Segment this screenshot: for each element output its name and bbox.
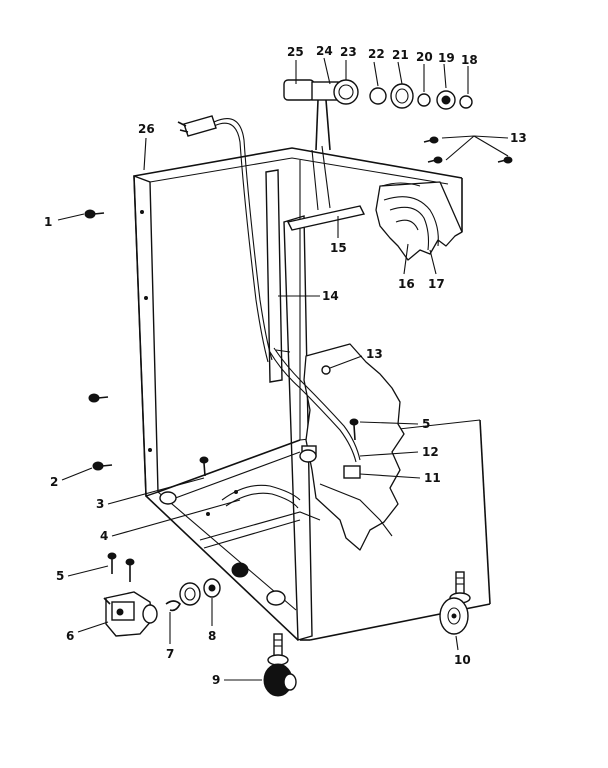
- coupling: [179, 578, 221, 606]
- callout-25: 25: [287, 45, 304, 59]
- callout-7: 7: [166, 647, 174, 661]
- mixing-valve: [283, 79, 359, 151]
- callout-20: 20: [416, 50, 433, 64]
- drain-valve: [103, 591, 158, 637]
- callout-23: 23: [340, 45, 357, 59]
- tub-segment: [381, 182, 439, 251]
- callout-14: 14: [322, 289, 339, 303]
- callout-10: 10: [454, 653, 471, 667]
- callout-5-left: 5: [56, 569, 64, 583]
- callout-labels: 25 24 23 22 21 20 19 18 26 13 1 15 16 17…: [44, 44, 527, 687]
- callout-17: 17: [428, 277, 445, 291]
- caster-front: [263, 633, 297, 697]
- clip: [165, 600, 181, 612]
- callout-5-right: 5: [422, 417, 430, 431]
- valve-fittings: [369, 83, 473, 110]
- screw-5-right: [349, 418, 359, 441]
- callout-11: 11: [424, 471, 441, 485]
- callout-4: 4: [100, 529, 108, 543]
- callout-24: 24: [316, 44, 333, 58]
- callout-3: 3: [96, 497, 104, 511]
- bracket: [286, 205, 366, 231]
- panel-cutout-upper: [375, 181, 463, 261]
- callout-12: 12: [422, 445, 439, 459]
- screw-13-body: [321, 365, 331, 375]
- pump-screws: [107, 552, 135, 582]
- caster-rear: [439, 571, 471, 635]
- callout-9: 9: [212, 673, 220, 687]
- callout-2: 2: [50, 475, 58, 489]
- screws-left: [84, 209, 209, 477]
- callout-19: 19: [438, 51, 455, 65]
- base-components: [159, 449, 317, 606]
- cabinet: [133, 147, 491, 641]
- callout-13-mid: 13: [366, 347, 383, 361]
- top-screws: [423, 136, 513, 164]
- callout-21: 21: [392, 48, 409, 62]
- callout-18: 18: [461, 53, 478, 67]
- callout-8: 8: [208, 629, 216, 643]
- leader-lines: [57, 57, 509, 681]
- power-cord: [177, 115, 273, 363]
- callout-26: 26: [138, 122, 155, 136]
- callout-6: 6: [66, 629, 74, 643]
- callout-22: 22: [368, 47, 385, 61]
- clamp-11-body: [343, 465, 361, 479]
- callout-1: 1: [44, 215, 52, 229]
- callout-16: 16: [398, 277, 415, 291]
- callout-13-top: 13: [510, 131, 527, 145]
- callout-15: 15: [330, 241, 347, 255]
